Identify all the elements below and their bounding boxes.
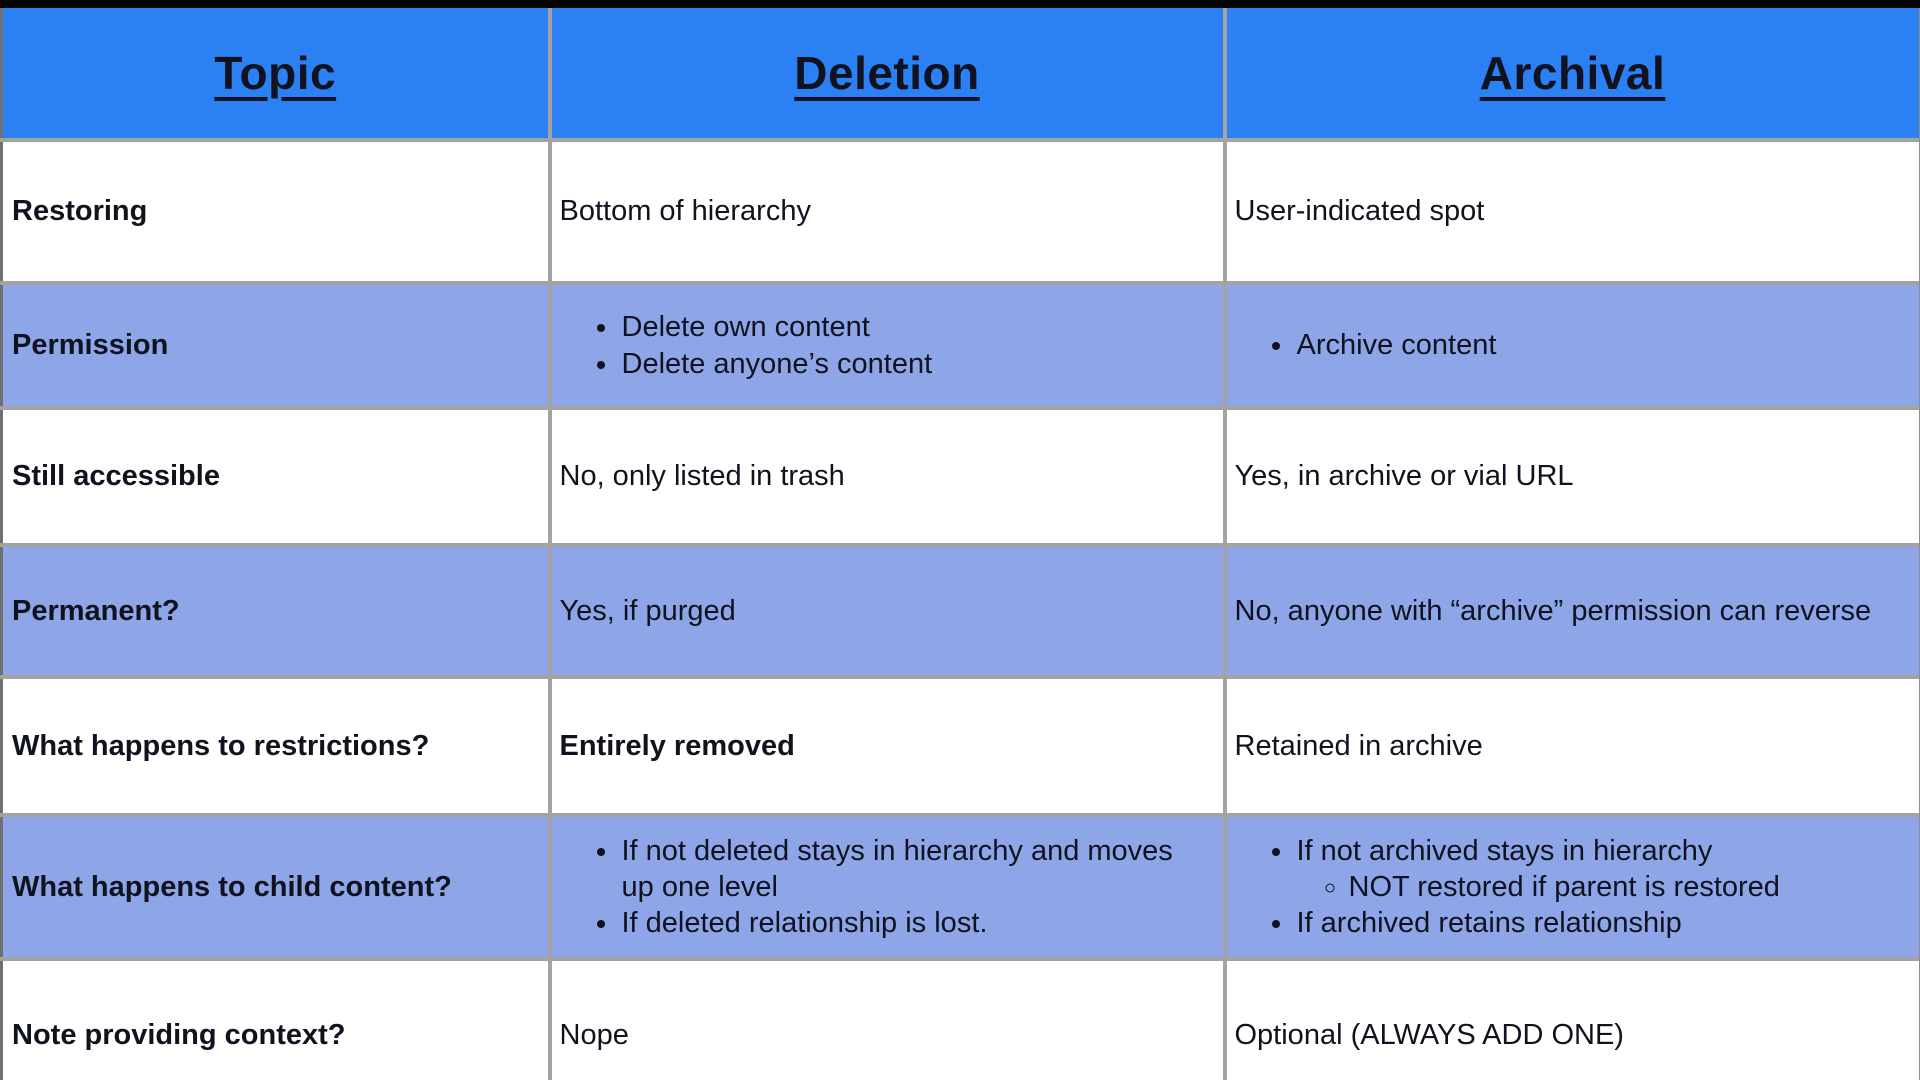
table-row: PermissionDelete own contentDelete anyon… (1, 281, 1920, 410)
bullet-list: Archive content (1235, 327, 1905, 363)
cell-text: Bottom of hierarchy (559, 195, 811, 228)
archival-cell: Optional (ALWAYS ADD ONE) (1222, 957, 1920, 1080)
topic-cell: Note providing context? (1, 957, 552, 1080)
topic-cell: Permission (1, 281, 552, 410)
cell-text: No, only listed in trash (559, 460, 845, 493)
cell-text: Retained in archive (1234, 729, 1483, 762)
deletion-cell: If not deleted stays in hierarchy and mo… (547, 813, 1227, 961)
topic-cell: Permanent? (1, 543, 552, 679)
header-cell-deletion: Deletion (547, 8, 1227, 142)
bullet-item: Archive content (1295, 327, 1905, 363)
archival-cell: No, anyone with “archive” permission can… (1222, 543, 1920, 679)
bullet-item: If archived retains relationship (1295, 905, 1905, 941)
topic-cell: Restoring (1, 138, 552, 285)
bullet-list: Delete own contentDelete anyone’s conten… (560, 309, 1209, 382)
topic-cell: Still accessible (1, 406, 552, 547)
topic-cell: What happens to restrictions? (1, 675, 552, 817)
cell-text: Optional (ALWAYS ADD ONE) (1234, 1018, 1624, 1051)
cell-text: Entirely removed (559, 729, 795, 762)
archival-cell: If not archived stays in hierarchyNOT re… (1222, 813, 1920, 961)
deletion-cell: Bottom of hierarchy (547, 138, 1227, 285)
deletion-cell: Nope (547, 957, 1227, 1080)
cell-text: Yes, if purged (559, 594, 736, 627)
header-row: Topic Deletion Archival (1, 8, 1920, 142)
bullet-list: If not deleted stays in hierarchy and mo… (560, 833, 1209, 942)
bullet-list: If not archived stays in hierarchyNOT re… (1235, 833, 1905, 942)
archival-cell: Yes, in archive or vial URL (1222, 406, 1920, 547)
cell-text: Nope (559, 1018, 629, 1051)
bullet-item: If deleted relationship is lost. (620, 905, 1209, 941)
sub-bullet-list: NOT restored if parent is restored (1297, 869, 1905, 905)
archival-cell: Retained in archive (1222, 675, 1920, 817)
deletion-cell: No, only listed in trash (547, 406, 1227, 547)
archival-cell: User-indicated spot (1222, 138, 1920, 285)
deletion-cell: Entirely removed (547, 675, 1227, 817)
cell-text: User-indicated spot (1234, 195, 1485, 228)
cell-text: No, anyone with “archive” permission can… (1234, 594, 1872, 627)
table-row: What happens to child content? If not del… (1, 813, 1920, 961)
table-row: What happens to restrictions?Entirely re… (1, 675, 1920, 817)
deletion-cell: Delete own contentDelete anyone’s conten… (547, 281, 1227, 410)
archival-cell: Archive content (1222, 281, 1920, 410)
bullet-item: If not archived stays in hierarchyNOT re… (1295, 833, 1905, 906)
table-row: Permanent?Yes, if purged No, anyone with … (1, 543, 1920, 679)
bullet-item: Delete anyone’s content (620, 346, 1209, 382)
cell-text: Yes, in archive or vial URL (1234, 460, 1574, 493)
header-cell-archival: Archival (1222, 8, 1920, 142)
sub-bullet-item: NOT restored if parent is restored (1349, 869, 1905, 905)
table-row: Note providing context?Nope Optional (ALW… (1, 957, 1920, 1080)
header-cell-topic: Topic (1, 8, 552, 142)
deletion-cell: Yes, if purged (547, 543, 1227, 679)
topic-cell: What happens to child content? (1, 813, 552, 961)
bullet-item: Delete own content (620, 309, 1209, 345)
bullet-item: If not deleted stays in hierarchy and mo… (620, 833, 1209, 906)
